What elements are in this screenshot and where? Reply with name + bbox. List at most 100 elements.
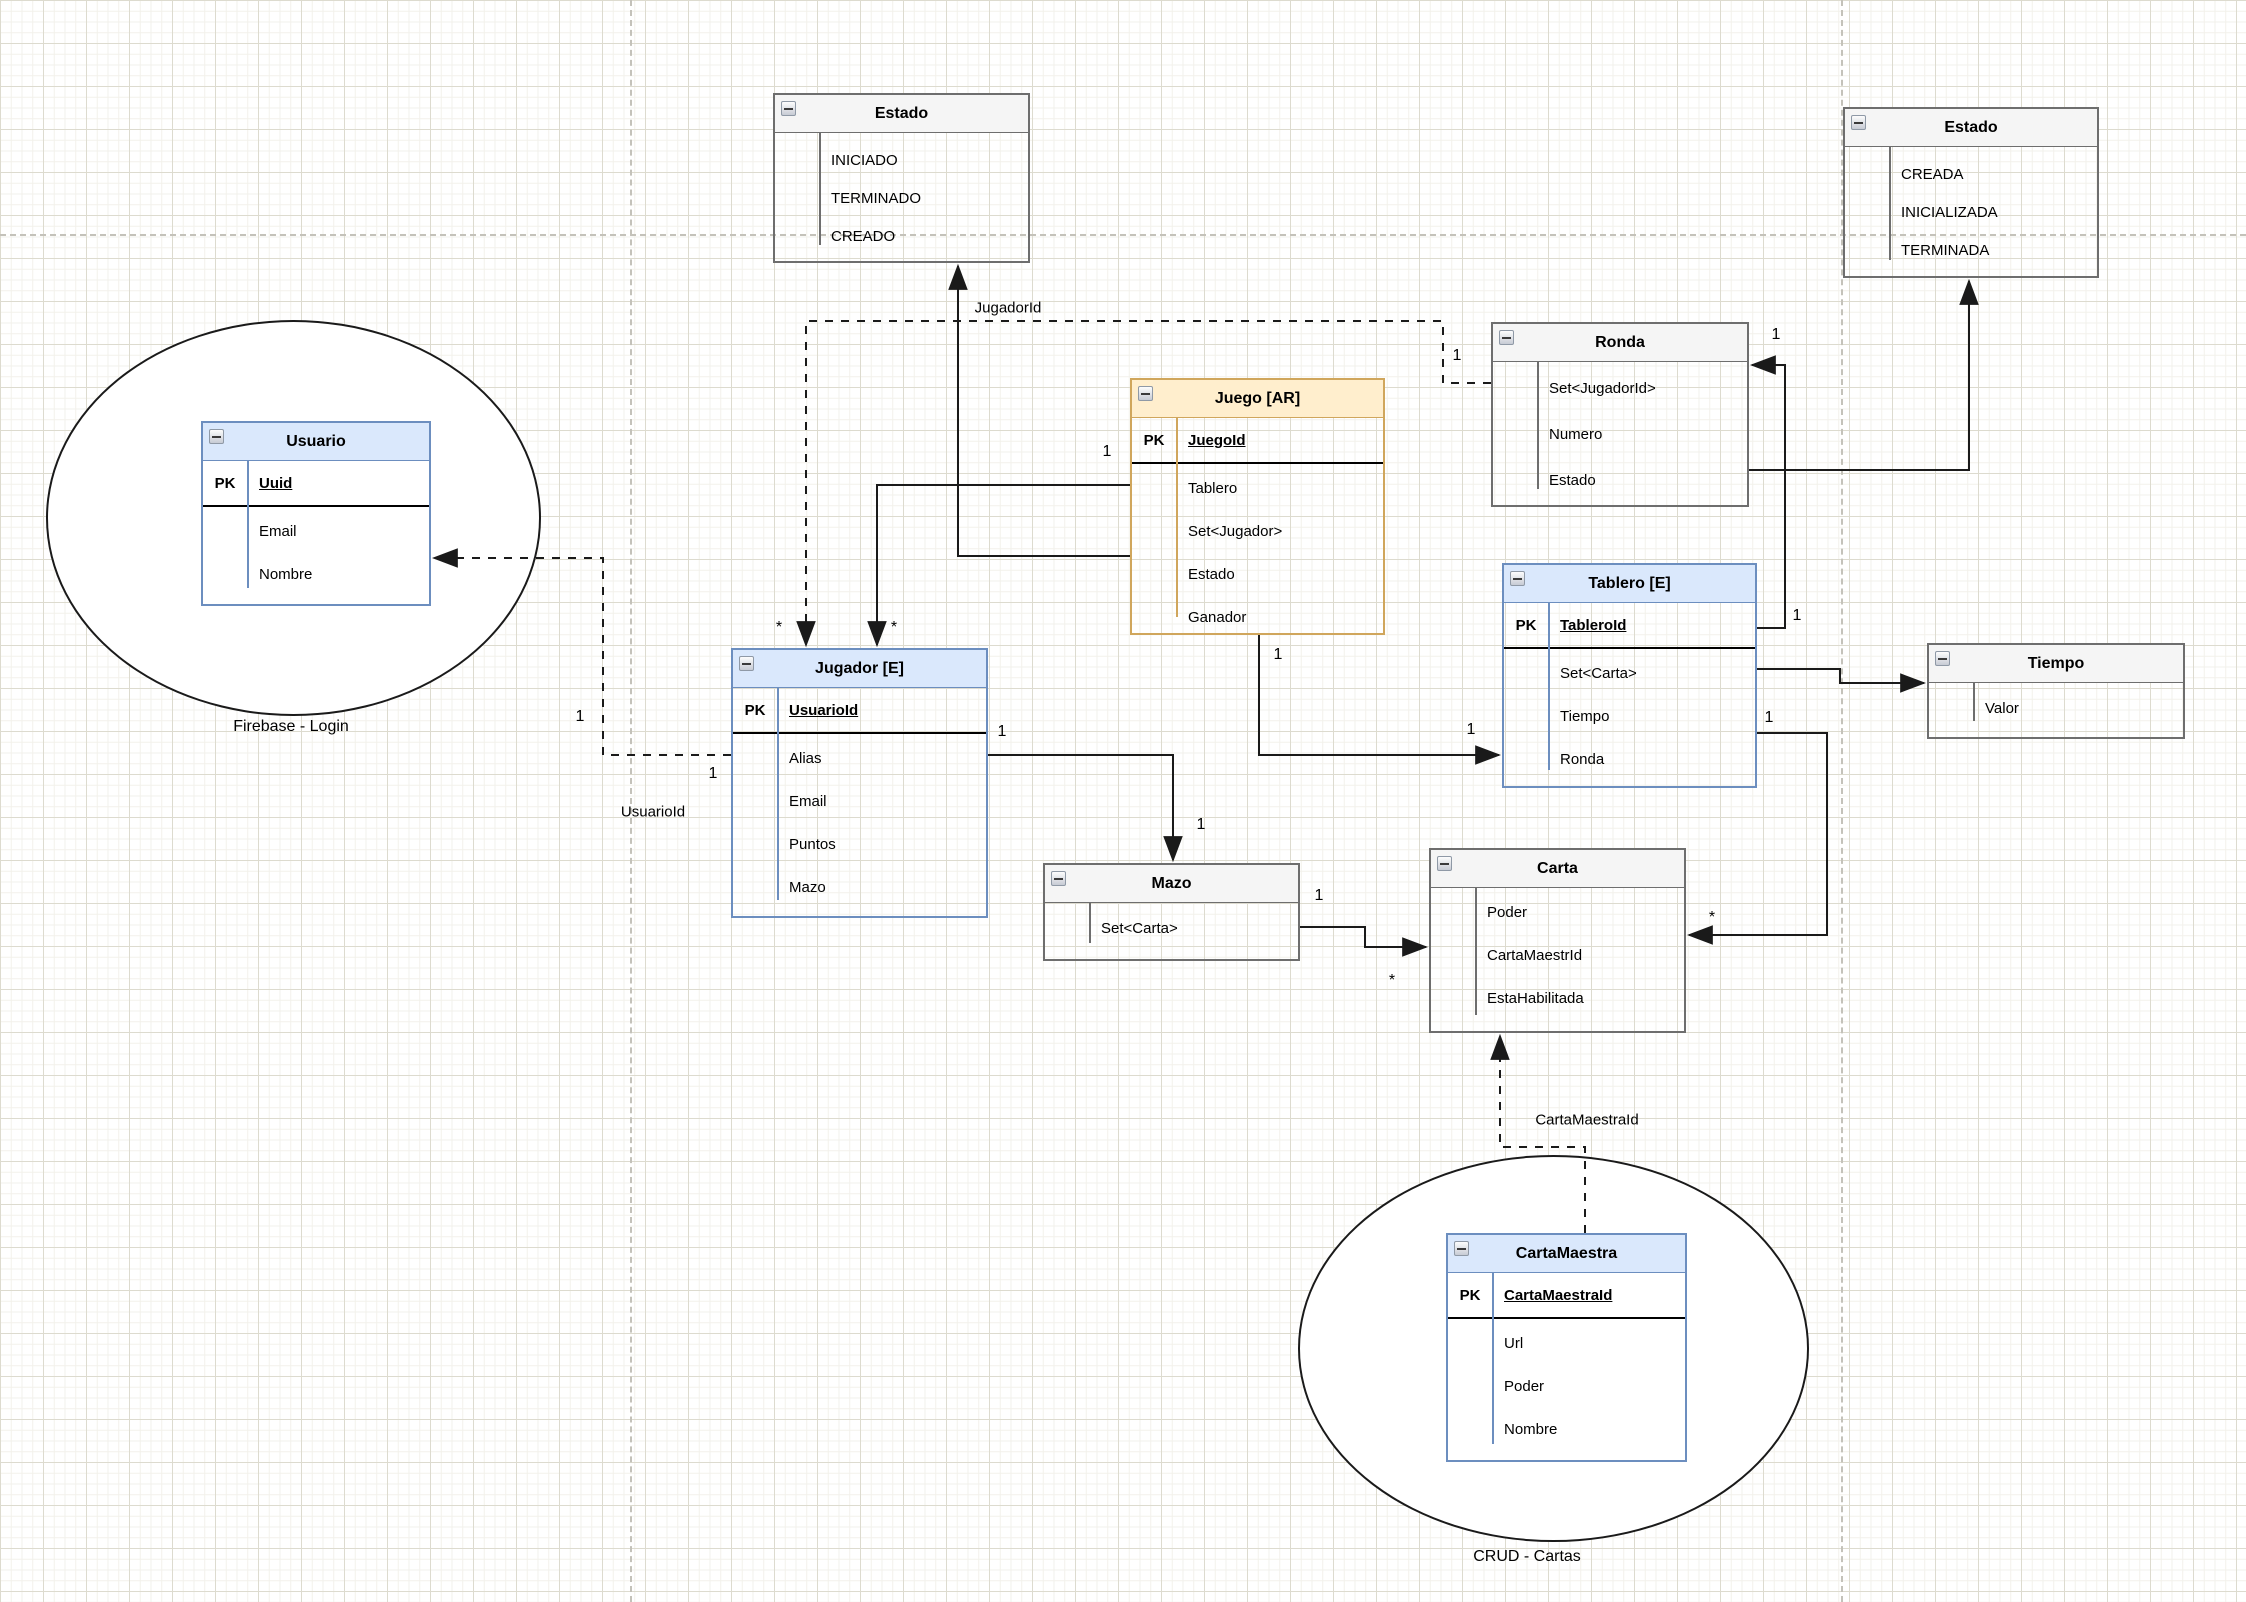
pk-row[interactable]: PK TableroId <box>1504 603 1755 649</box>
attribute-row[interactable]: Set<JugadorId> <box>1549 379 1656 397</box>
connector-juego-tablero[interactable] <box>1258 635 1502 765</box>
multiplicity-label: 1 <box>1196 816 1206 833</box>
attribute-row[interactable]: Puntos <box>789 836 836 853</box>
multiplicity-label: 1 <box>1792 607 1802 624</box>
connector-tablero-tiempo[interactable] <box>1757 668 1927 693</box>
pk-field: TableroId <box>1560 616 1627 634</box>
attribute-row[interactable]: Set<Carta> <box>1101 919 1178 937</box>
entity-header: Estado <box>1845 109 2097 147</box>
connector-ronda-jugador-jugadorid[interactable] <box>796 320 1491 648</box>
column-divider <box>1492 1272 1494 1444</box>
entity-usuario[interactable]: Usuario PK Uuid Email Nombre <box>201 421 431 606</box>
attribute-row[interactable]: CREADO <box>831 227 896 245</box>
connector-jugador-usuario-usuarioid[interactable] <box>431 548 731 756</box>
column-divider <box>1973 682 1975 721</box>
connector-juego-jugador[interactable] <box>867 484 1130 648</box>
pk-field: UsuarioId <box>789 701 859 719</box>
attribute-row[interactable]: Poder <box>1504 1378 1545 1395</box>
entity-tiempo[interactable]: Tiempo Valor <box>1927 643 2185 739</box>
entity-header: Usuario <box>203 423 429 461</box>
attribute-row[interactable]: Email <box>789 793 827 810</box>
attribute-row[interactable]: EstaHabilitada <box>1487 990 1584 1007</box>
attribute-row[interactable]: Estado <box>1549 471 1596 489</box>
attribute-row[interactable]: INICIALIZADA <box>1901 203 1998 221</box>
connector-cartamaestra-carta-cartamaestraid[interactable] <box>1490 1033 1586 1233</box>
collapse-icon[interactable] <box>781 101 796 116</box>
collapse-icon[interactable] <box>1851 115 1866 130</box>
pk-field: JuegoId <box>1188 431 1246 449</box>
collapse-icon[interactable] <box>1454 1241 1469 1256</box>
collapse-icon[interactable] <box>1437 856 1452 871</box>
entity-jugador[interactable]: Jugador [E] PK UsuarioId Alias Email Pun… <box>731 648 988 918</box>
attribute-row[interactable]: Email <box>259 523 297 540</box>
pk-key: PK <box>1143 431 1165 449</box>
collapse-icon[interactable] <box>1510 571 1525 586</box>
pk-field: Uuid <box>259 474 293 492</box>
entity-header: Tablero [E] <box>1504 565 1755 603</box>
crud-cartas-ellipse[interactable] <box>1298 1155 1809 1542</box>
multiplicity-label: 1 <box>1102 443 1112 460</box>
attribute-row[interactable]: Poder <box>1487 904 1528 921</box>
connector-mazo-carta[interactable] <box>1300 926 1429 957</box>
collapse-icon[interactable] <box>1051 871 1066 886</box>
entity-cartamaestra[interactable]: CartaMaestra PK CartaMaestraId Url Poder… <box>1446 1233 1687 1462</box>
pk-row[interactable]: PK Uuid <box>203 461 429 507</box>
attribute-row[interactable]: Estado <box>1188 566 1235 583</box>
firebase-login-ellipse[interactable] <box>46 320 541 716</box>
attribute-row[interactable]: Mazo <box>789 879 826 896</box>
collapse-icon[interactable] <box>739 656 754 671</box>
entity-title: Juego [AR] <box>1214 389 1301 407</box>
entity-juego[interactable]: Juego [AR] PK JuegoId Tablero Set<Jugado… <box>1130 378 1385 635</box>
pk-row[interactable]: PK JuegoId <box>1132 418 1383 464</box>
attribute-row[interactable]: Ronda <box>1560 751 1605 768</box>
attribute-row[interactable]: Alias <box>789 750 822 767</box>
column-divider <box>1548 602 1550 770</box>
attribute-row[interactable]: Tablero <box>1188 480 1238 497</box>
collapse-icon[interactable] <box>1499 330 1514 345</box>
attribute-row[interactable]: Set<Jugador> <box>1188 523 1283 540</box>
attribute-row[interactable]: INICIADO <box>831 151 898 169</box>
multiplicity-label: * <box>1388 972 1396 989</box>
column-divider <box>1475 887 1477 1015</box>
entity-ronda[interactable]: Ronda Set<JugadorId> Numero Estado <box>1491 322 1749 507</box>
connector-juego-estado[interactable] <box>948 263 1130 557</box>
entity-mazo[interactable]: Mazo Set<Carta> <box>1043 863 1300 961</box>
attribute-row[interactable]: TERMINADO <box>831 189 921 207</box>
entity-header: Juego [AR] <box>1132 380 1383 418</box>
attribute-row[interactable]: TERMINADA <box>1901 241 1990 259</box>
attribute-row[interactable]: Set<Carta> <box>1560 665 1637 682</box>
entity-estado-juego[interactable]: Estado INICIADO TERMINADO CREADO <box>773 93 1030 263</box>
entity-header: Estado <box>775 95 1028 133</box>
entity-carta[interactable]: Carta Poder CartaMaestrId EstaHabilitada <box>1429 848 1686 1033</box>
column-divider <box>1537 361 1539 489</box>
attribute-row[interactable]: Numero <box>1549 425 1603 443</box>
collapse-icon[interactable] <box>1935 651 1950 666</box>
connector-tablero-carta[interactable] <box>1686 732 1828 945</box>
connector-tablero-ronda[interactable] <box>1749 355 1786 629</box>
attribute-row[interactable]: Ganador <box>1188 609 1247 626</box>
attribute-row[interactable]: Nombre <box>1504 1421 1558 1438</box>
pk-row[interactable]: PK UsuarioId <box>733 688 986 734</box>
entity-title: Jugador [E] <box>815 659 904 677</box>
connector-jugador-mazo[interactable] <box>988 754 1183 863</box>
entity-header: Carta <box>1431 850 1684 888</box>
entity-tablero[interactable]: Tablero [E] PK TableroId Set<Carta> Tiem… <box>1502 563 1757 788</box>
multiplicity-label: 1 <box>1771 326 1781 343</box>
attribute-row[interactable]: Tiempo <box>1560 708 1610 725</box>
collapse-icon[interactable] <box>209 429 224 444</box>
multiplicity-label: * <box>775 619 783 636</box>
attribute-row[interactable]: CREADA <box>1901 165 1964 183</box>
edge-label-usuarioid: UsuarioId <box>620 803 686 821</box>
attribute-row[interactable]: CartaMaestrId <box>1487 947 1583 964</box>
collapse-icon[interactable] <box>1138 386 1153 401</box>
attribute-row[interactable]: Url <box>1504 1335 1524 1352</box>
attribute-row[interactable]: Nombre <box>259 566 313 583</box>
connector-ronda-estado[interactable] <box>1749 278 1979 471</box>
entity-estado-ronda[interactable]: Estado CREADA INICIALIZADA TERMINADA <box>1843 107 2099 278</box>
attribute-row[interactable]: Valor <box>1985 699 2019 717</box>
pk-row[interactable]: PK CartaMaestraId <box>1448 1273 1685 1319</box>
entity-title: Usuario <box>286 432 346 450</box>
entity-header: CartaMaestra <box>1448 1235 1685 1273</box>
column-divider <box>1089 902 1091 943</box>
